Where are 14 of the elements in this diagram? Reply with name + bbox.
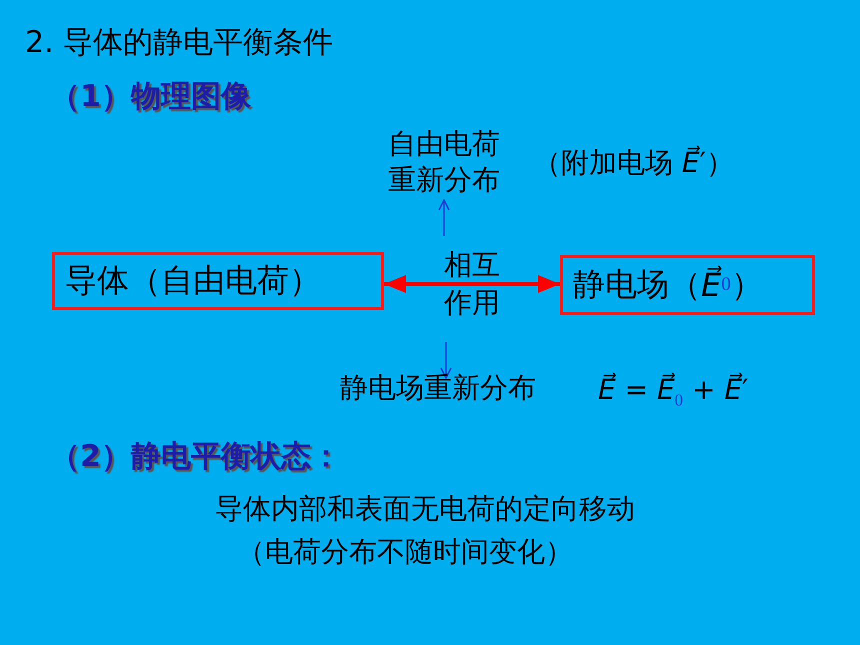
section-heading: （2）静电平衡状态： bbox=[50, 438, 341, 476]
edge-label: 相互作用 bbox=[443, 247, 501, 321]
node-text: 静电场重新分布 bbox=[340, 370, 536, 406]
labeled-box: 导体（自由电荷） bbox=[52, 252, 384, 310]
arrow bbox=[440, 342, 452, 379]
section-heading: （1）物理图像 bbox=[50, 78, 251, 116]
beside-text: （附加电场 E⃗′） bbox=[533, 144, 734, 181]
beside-text: E⃗ = E⃗$_{0}$ + E⃗′ bbox=[598, 373, 748, 411]
slide-title: 2. 导体的静电平衡条件 bbox=[25, 24, 334, 62]
body-text: 导体内部和表面无电荷的定向移动 bbox=[215, 491, 635, 527]
arrow bbox=[438, 199, 450, 236]
body-text: （电荷分布不随时间变化） bbox=[237, 534, 573, 570]
double-arrow bbox=[384, 275, 560, 293]
node-text: 自由电荷重新分布 bbox=[388, 126, 506, 198]
